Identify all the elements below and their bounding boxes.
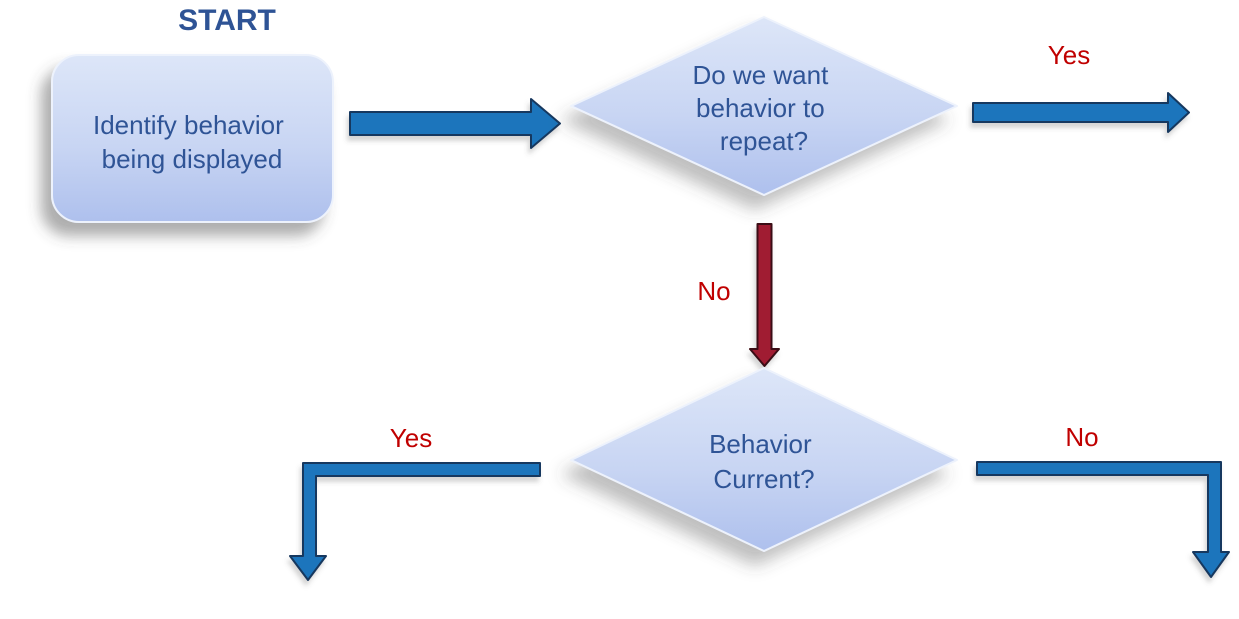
decision-diamond-repeat: [570, 16, 958, 196]
process-box-text: Identify behavior being displayed: [93, 110, 291, 174]
arrow-decision1-yes: [972, 92, 1190, 133]
decision1-text: Do we want behavior to repeat?: [692, 60, 835, 156]
arrow-decision2-yes: [289, 462, 541, 581]
edge-label-decision1-no: No: [697, 276, 730, 306]
edge-label-decision2-yes: Yes: [390, 423, 432, 453]
arrow-start-to-decision1: [349, 98, 561, 149]
edge-label-decision1-yes: Yes: [1048, 40, 1090, 70]
process-box-identify-behavior: [51, 54, 334, 223]
arrow-decision1-no: [749, 223, 780, 367]
start-label: START: [178, 4, 276, 37]
edge-label-decision2-no: No: [1065, 422, 1098, 452]
decision2-text: Behavior Current?: [709, 429, 819, 494]
arrow-decision2-no: [976, 461, 1230, 578]
decision-diamond-current: [570, 367, 958, 552]
